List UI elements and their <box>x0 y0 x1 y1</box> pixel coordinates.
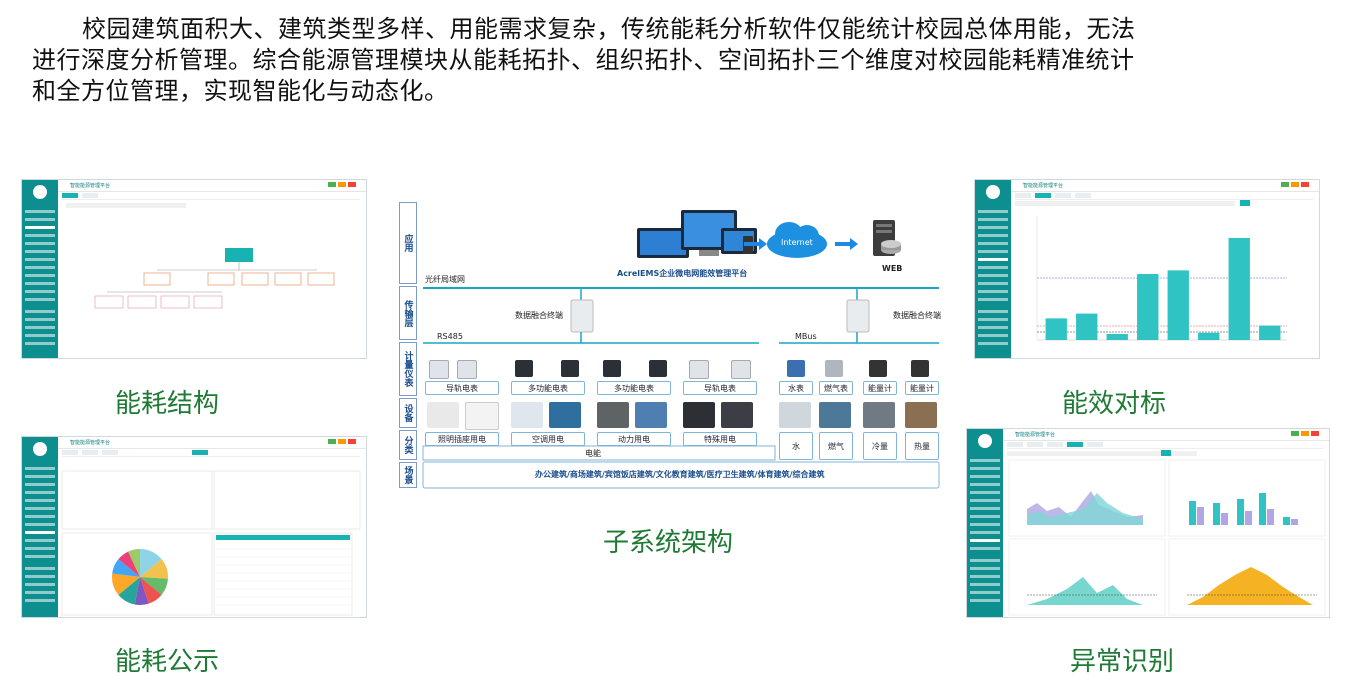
meter-water: 水表 <box>779 381 813 395</box>
meter-energy-2: 能量计 <box>905 381 939 395</box>
layer-meter: 计量仪表 <box>399 342 417 396</box>
benchmark-bar <box>1228 238 1250 340</box>
pie-slice <box>140 577 162 604</box>
architecture-graphics <box>422 210 940 489</box>
layer-device: 设备 <box>399 398 417 428</box>
pie-slice <box>134 577 149 605</box>
category-heating: 热量 <box>905 432 939 460</box>
pie-slice <box>112 573 140 595</box>
logo-icon <box>986 185 1000 199</box>
category-special: 特殊用电 <box>683 432 757 446</box>
pie-slice <box>140 559 168 579</box>
internet-label: Internet <box>781 238 813 247</box>
energy-publicity-screenshot: 智能能源管理平台 <box>21 436 367 618</box>
benchmark-bar <box>1106 334 1128 340</box>
benchmark-bar <box>1167 270 1189 340</box>
meter-multi-1: 多功能电表 <box>511 381 585 395</box>
energy-tree-diagram <box>66 203 335 309</box>
platform-label: AcrelEMS企业微电网能效管理平台 <box>617 269 748 278</box>
pie-slice <box>118 551 140 577</box>
screen-title: 智能能源管理平台 <box>1023 183 1064 189</box>
meter-multi-2: 多功能电表 <box>597 381 671 395</box>
category-water: 水 <box>779 432 813 460</box>
intro-line-2: 进行深度分析管理。综合能源管理模块从能耗拓扑、组织拓扑、空间拓扑三个维度对校园能… <box>32 46 1135 74</box>
screen-title: 智能能源管理平台 <box>1015 432 1056 438</box>
terminal-label-right: 数据融合终端 <box>893 311 941 320</box>
layer-scene: 场景 <box>399 462 417 488</box>
meter-gas: 燃气表 <box>819 381 853 395</box>
intro-line-3: 和全方位管理，实现智能化与动态化。 <box>32 77 449 105</box>
category-hvac: 空调用电 <box>511 432 585 446</box>
terminal-label-left: 数据融合终端 <box>515 311 563 320</box>
subsystem-architecture-diagram: 应用 传输层 计量仪表 设备 分类 场景 <box>399 200 943 490</box>
mbus-label: MBus <box>795 332 817 341</box>
logo-icon <box>33 442 47 456</box>
meter-rail-1: 导轨电表 <box>425 381 499 395</box>
intro-line-1: 校园建筑面积大、建筑类型多样、用能需求复杂，传统能耗分析软件仅能统计校园总体用能… <box>82 15 1136 43</box>
layer-category: 分类 <box>399 430 417 460</box>
electricity-label: 电能 <box>585 449 601 458</box>
pie-slice <box>112 559 140 577</box>
meter-rail-2: 导轨电表 <box>683 381 757 395</box>
screen-title: 智能能源管理平台 <box>70 183 111 189</box>
benchmark-bar <box>1045 318 1067 340</box>
pie-slice <box>140 577 168 595</box>
pie-slice <box>140 549 162 577</box>
web-label: WEB <box>882 264 903 273</box>
scene-label: 办公建筑/商场建筑/宾馆饭店建筑/文化教育建筑/医疗卫生建筑/体育建筑/综合建筑 <box>535 470 825 479</box>
sidebar <box>22 180 58 358</box>
category-lighting: 照明插座用电 <box>425 432 499 446</box>
benchmark-bar-chart <box>1015 200 1287 341</box>
benchmark-bar <box>1137 274 1159 340</box>
sidebar <box>22 437 58 617</box>
layer-application: 应用 <box>399 202 417 284</box>
screen-title: 智能能源管理平台 <box>70 440 111 446</box>
sidebar <box>975 180 1011 358</box>
caption-energy-publicity: 能耗公示 <box>115 647 220 677</box>
energy-structure-screenshot: 智能能源管理平台 <box>21 179 367 359</box>
network-label: 光纤局域网 <box>425 275 465 284</box>
layer-transport: 传输层 <box>399 286 417 340</box>
category-gas: 燃气 <box>819 432 853 460</box>
anomaly-charts <box>1007 450 1326 616</box>
caption-anomaly: 异常识别 <box>1070 647 1175 677</box>
category-cooling: 冷量 <box>863 432 897 460</box>
logo-icon <box>978 434 992 448</box>
caption-benchmark: 能效对标 <box>1062 389 1167 419</box>
anomaly-screenshot: 智能能源管理平台 <box>966 428 1330 618</box>
rs485-label: RS485 <box>437 332 463 341</box>
benchmark-screenshot: 智能能源管理平台 <box>974 179 1320 359</box>
benchmark-bar <box>1198 332 1220 340</box>
caption-energy-structure: 能耗结构 <box>115 389 220 419</box>
benchmark-bar <box>1259 325 1281 340</box>
category-power: 动力用电 <box>597 432 671 446</box>
pie-slice <box>118 577 140 605</box>
intro-paragraph: 校园建筑面积大、建筑类型多样、用能需求复杂，传统能耗分析软件仅能统计校园总体用能… <box>32 14 1322 107</box>
publicity-panels <box>61 470 361 616</box>
benchmark-bar <box>1076 313 1098 340</box>
pie-slice <box>128 549 140 577</box>
sidebar <box>967 429 1003 617</box>
meter-energy-1: 能量计 <box>863 381 897 395</box>
logo-icon <box>33 185 47 199</box>
caption-architecture: 子系统架构 <box>603 528 734 558</box>
